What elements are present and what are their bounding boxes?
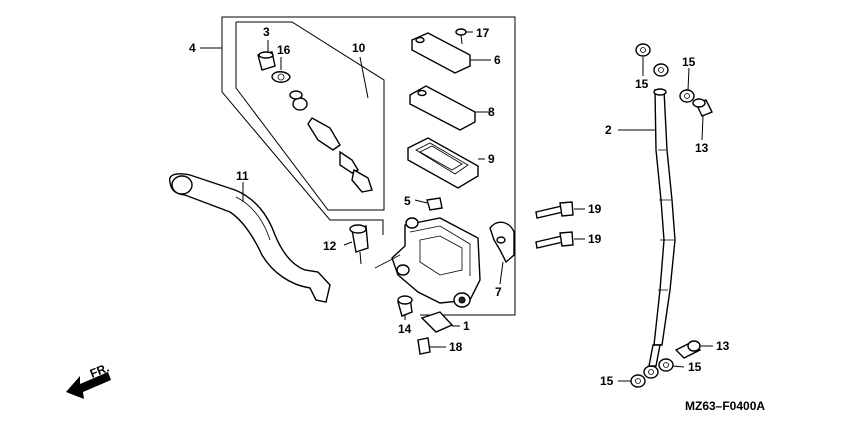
forward-arrow-icon: FR.: [66, 361, 111, 399]
reservoir-cover-6: [411, 32, 471, 74]
switch-1: [420, 311, 454, 333]
part-label-2: 2: [605, 123, 612, 137]
part-label-3: 3: [263, 25, 270, 39]
part-label-6: 6: [494, 53, 501, 67]
oil-bolt-13-lower: [674, 340, 702, 359]
bolt-19-upper: [535, 201, 574, 219]
part-label-15-upper-right: 15: [682, 55, 696, 69]
part-label-12: 12: [323, 239, 337, 253]
seal-14: [397, 295, 413, 317]
part-label-9: 9: [488, 152, 495, 166]
part-label-4: 4: [189, 41, 196, 55]
screw-5: [426, 197, 443, 211]
part-label-10: 10: [352, 41, 366, 55]
part-label-14: 14: [398, 322, 412, 336]
part-label-15-lower-right: 15: [688, 360, 702, 374]
assembly-outline: [200, 16, 516, 316]
part-label-17: 17: [476, 26, 490, 40]
washer-15-upper-left: [635, 43, 651, 57]
screw-17: [455, 28, 467, 45]
part-label-19-upper: 19: [588, 202, 602, 216]
brake-hose: [643, 63, 676, 379]
holder-7: [489, 221, 515, 264]
washer-15-upper-right: [679, 89, 695, 103]
master-cylinder-body: [374, 217, 481, 308]
part-label-18: 18: [449, 340, 463, 354]
pivot-bolt-12: [349, 224, 369, 265]
screw-18: [417, 337, 431, 355]
part-label-16: 16: [277, 43, 291, 57]
part-label-8: 8: [488, 105, 495, 119]
oil-bolt-13-upper: [692, 98, 713, 117]
part-label-1: 1: [463, 319, 470, 333]
diaphragm-9: [407, 137, 479, 189]
direction-label: FR.: [88, 361, 111, 381]
brake-lever: [168, 173, 331, 303]
part-label-15-lower-left: 15: [600, 374, 614, 388]
part-label-15-upper-left: 15: [635, 77, 649, 91]
circlip-16: [271, 71, 291, 83]
part-label-13-upper: 13: [695, 141, 709, 155]
dust-boot-3: [257, 51, 276, 71]
washer-15-lower-right: [658, 358, 674, 372]
part-label-19-lower: 19: [588, 232, 602, 246]
part-label-11: 11: [236, 169, 249, 183]
piston-assembly: [289, 90, 373, 193]
leader-lines: [267, 31, 713, 382]
part-labels: 1 2 3 4 5 6 7 8 9 10 11 12 13 13 14 15 1…: [189, 25, 730, 388]
drawing-code: MZ63–F0400A: [685, 399, 765, 413]
part-label-7: 7: [495, 285, 502, 299]
washer-15-lower-left: [630, 374, 646, 388]
part-label-5: 5: [404, 194, 411, 208]
bolt-19-lower: [535, 231, 574, 249]
reservoir-plate-8: [409, 85, 476, 131]
part-label-13-lower: 13: [716, 339, 730, 353]
